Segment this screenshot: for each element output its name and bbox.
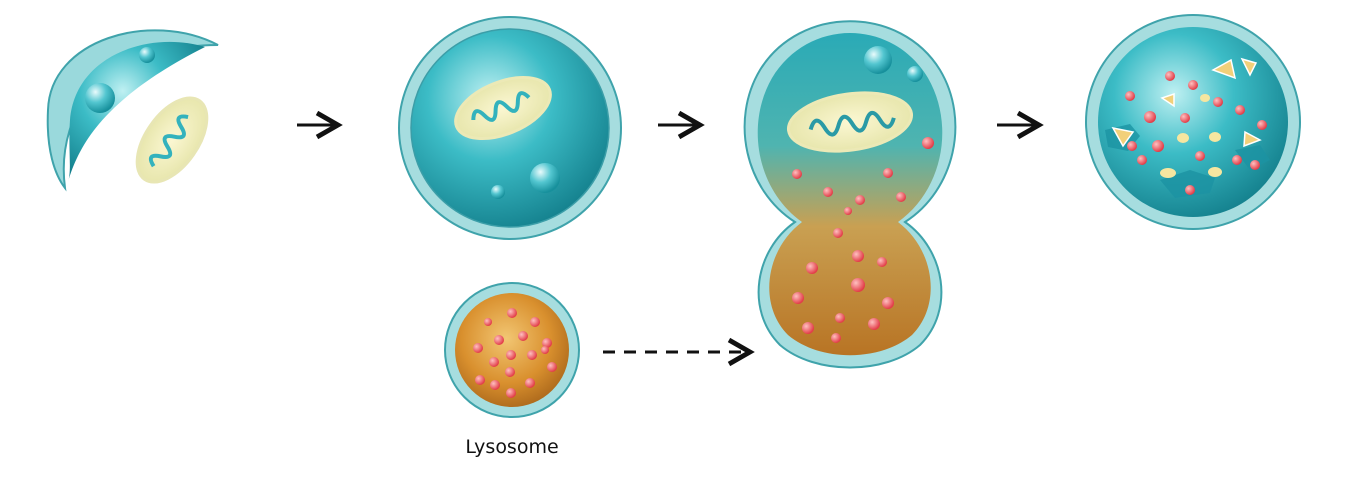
degraded-vesicle (1085, 14, 1301, 230)
mitochondrion (454, 75, 552, 141)
enzymes (473, 308, 557, 398)
debris-fragments (1111, 57, 1262, 178)
mitochondrion (135, 96, 209, 184)
lysosome (444, 282, 580, 418)
vesicle-droplet (139, 47, 155, 63)
autophagosome (398, 16, 622, 240)
enzymes (1125, 71, 1267, 195)
vesicle-droplet (85, 83, 115, 113)
lysosome-label: Lysosome (465, 436, 558, 458)
mitochondrion (786, 91, 914, 153)
enzymes (792, 137, 934, 343)
phagophore (46, 29, 219, 192)
autolysosome (743, 20, 957, 369)
